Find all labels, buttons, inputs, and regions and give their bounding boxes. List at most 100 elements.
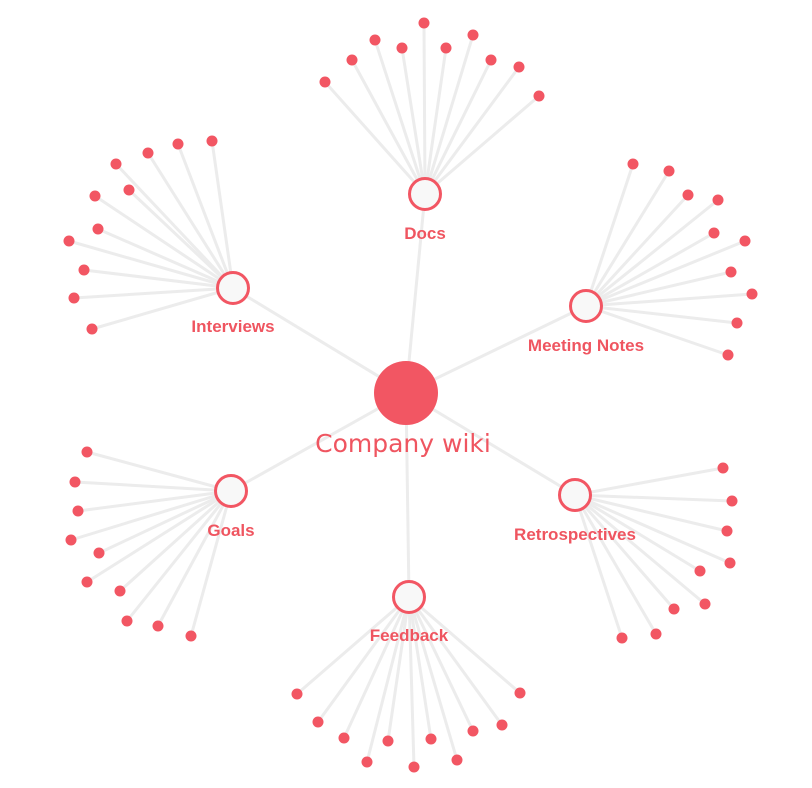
edge-feedback-leaf bbox=[365, 595, 411, 764]
interviews-leaf-node[interactable] bbox=[142, 147, 154, 159]
edge-interviews-leaf bbox=[176, 142, 235, 290]
edge-goals-leaf bbox=[125, 489, 233, 623]
hub-label-docs: Docs bbox=[404, 224, 446, 243]
hub-node-feedback[interactable] bbox=[392, 580, 426, 614]
interviews-leaf-node[interactable] bbox=[110, 158, 122, 170]
edge-interviews-leaf bbox=[82, 268, 235, 290]
interviews-leaf-node[interactable] bbox=[123, 184, 135, 196]
edge-meeting-notes-leaf bbox=[584, 198, 720, 308]
edge-interviews-leaf bbox=[96, 227, 235, 290]
retrospectives-leaf-node[interactable] bbox=[699, 598, 711, 610]
docs-leaf-node[interactable] bbox=[396, 42, 408, 54]
feedback-leaf-node[interactable] bbox=[382, 735, 394, 747]
edge-meeting-notes-leaf bbox=[584, 270, 733, 308]
docs-leaf-node[interactable] bbox=[513, 61, 525, 73]
interviews-leaf-node[interactable] bbox=[92, 223, 104, 235]
edge-goals-leaf bbox=[69, 489, 233, 542]
goals-leaf-node[interactable] bbox=[93, 547, 105, 559]
edge-docs-leaf bbox=[350, 58, 427, 196]
docs-leaf-node[interactable] bbox=[485, 54, 497, 66]
meeting-notes-leaf-node[interactable] bbox=[627, 158, 639, 170]
meeting-notes-leaf-node[interactable] bbox=[746, 288, 758, 300]
docs-leaf-node[interactable] bbox=[440, 42, 452, 54]
hub-node-docs[interactable] bbox=[408, 177, 442, 211]
hub-node-interviews[interactable] bbox=[216, 271, 250, 305]
interviews-leaf-node[interactable] bbox=[89, 190, 101, 202]
edge-goals-leaf bbox=[85, 450, 233, 493]
edge-meeting-notes-leaf bbox=[584, 304, 739, 325]
docs-leaf-node[interactable] bbox=[467, 29, 479, 41]
root-node[interactable] bbox=[374, 361, 438, 425]
goals-leaf-node[interactable] bbox=[152, 620, 164, 632]
edge-feedback-leaf bbox=[295, 595, 411, 696]
edge-root-meeting-notes bbox=[404, 304, 588, 395]
docs-leaf-node[interactable] bbox=[418, 17, 430, 29]
edge-interviews-leaf bbox=[210, 139, 235, 290]
hub-label-retrospectives: Retrospectives bbox=[514, 525, 636, 544]
goals-leaf-node[interactable] bbox=[65, 534, 77, 546]
retrospectives-leaf-node[interactable] bbox=[694, 565, 706, 577]
goals-leaf-node[interactable] bbox=[114, 585, 126, 597]
docs-leaf-node[interactable] bbox=[369, 34, 381, 46]
edge-root-interviews bbox=[231, 286, 408, 395]
root-label: Company wiki bbox=[315, 429, 491, 458]
retrospectives-leaf-node[interactable] bbox=[724, 557, 736, 569]
hub-node-retrospectives[interactable] bbox=[558, 478, 592, 512]
feedback-leaf-node[interactable] bbox=[361, 756, 373, 768]
edge-feedback-leaf bbox=[407, 595, 522, 695]
feedback-leaf-node[interactable] bbox=[338, 732, 350, 744]
meeting-notes-leaf-node[interactable] bbox=[663, 165, 675, 177]
edge-goals-leaf bbox=[73, 480, 233, 493]
hub-node-meeting-notes[interactable] bbox=[569, 289, 603, 323]
interviews-leaf-node[interactable] bbox=[206, 135, 218, 147]
feedback-leaf-node[interactable] bbox=[425, 733, 437, 745]
edge-retrospectives-leaf bbox=[573, 493, 702, 573]
goals-leaf-node[interactable] bbox=[121, 615, 133, 627]
goals-leaf-node[interactable] bbox=[81, 576, 93, 588]
edge-root-retrospectives bbox=[404, 391, 577, 497]
retrospectives-leaf-node[interactable] bbox=[721, 525, 733, 537]
goals-leaf-node[interactable] bbox=[69, 476, 81, 488]
docs-leaf-node[interactable] bbox=[346, 54, 358, 66]
interviews-leaf-node[interactable] bbox=[78, 264, 90, 276]
goals-leaf-node[interactable] bbox=[81, 446, 93, 458]
retrospectives-leaf-node[interactable] bbox=[650, 628, 662, 640]
edge-feedback-leaf bbox=[342, 595, 411, 740]
interviews-leaf-node[interactable] bbox=[86, 323, 98, 335]
meeting-notes-leaf-node[interactable] bbox=[712, 194, 724, 206]
meeting-notes-leaf-node[interactable] bbox=[708, 227, 720, 239]
edge-feedback-leaf bbox=[316, 595, 411, 724]
edge-interviews-leaf bbox=[127, 188, 235, 290]
hub-node-goals[interactable] bbox=[214, 474, 248, 508]
retrospectives-leaf-node[interactable] bbox=[668, 603, 680, 615]
edge-meeting-notes-leaf bbox=[584, 292, 754, 308]
edge-retrospectives-leaf bbox=[573, 493, 707, 606]
retrospectives-leaf-node[interactable] bbox=[717, 462, 729, 474]
goals-leaf-node[interactable] bbox=[185, 630, 197, 642]
goals-leaf-node[interactable] bbox=[72, 505, 84, 517]
docs-leaf-node[interactable] bbox=[319, 76, 331, 88]
feedback-leaf-node[interactable] bbox=[467, 725, 479, 737]
meeting-notes-leaf-node[interactable] bbox=[731, 317, 743, 329]
meeting-notes-leaf-node[interactable] bbox=[722, 349, 734, 361]
feedback-leaf-node[interactable] bbox=[291, 688, 303, 700]
edge-meeting-notes-leaf bbox=[584, 162, 635, 308]
feedback-leaf-node[interactable] bbox=[408, 761, 420, 773]
interviews-leaf-node[interactable] bbox=[172, 138, 184, 150]
meeting-notes-leaf-node[interactable] bbox=[739, 235, 751, 247]
interviews-leaf-node[interactable] bbox=[68, 292, 80, 304]
feedback-leaf-node[interactable] bbox=[312, 716, 324, 728]
edge-docs-leaf bbox=[373, 38, 427, 196]
retrospectives-leaf-node[interactable] bbox=[616, 632, 628, 644]
interviews-leaf-node[interactable] bbox=[63, 235, 75, 247]
meeting-notes-leaf-node[interactable] bbox=[725, 266, 737, 278]
feedback-leaf-node[interactable] bbox=[451, 754, 463, 766]
leaf-nodes bbox=[63, 17, 758, 773]
meeting-notes-leaf-node[interactable] bbox=[682, 189, 694, 201]
docs-leaf-node[interactable] bbox=[533, 90, 545, 102]
retrospectives-leaf-node[interactable] bbox=[726, 495, 738, 507]
feedback-leaf-node[interactable] bbox=[496, 719, 508, 731]
feedback-leaf-node[interactable] bbox=[514, 687, 526, 699]
edge-interviews-leaf bbox=[90, 286, 235, 331]
